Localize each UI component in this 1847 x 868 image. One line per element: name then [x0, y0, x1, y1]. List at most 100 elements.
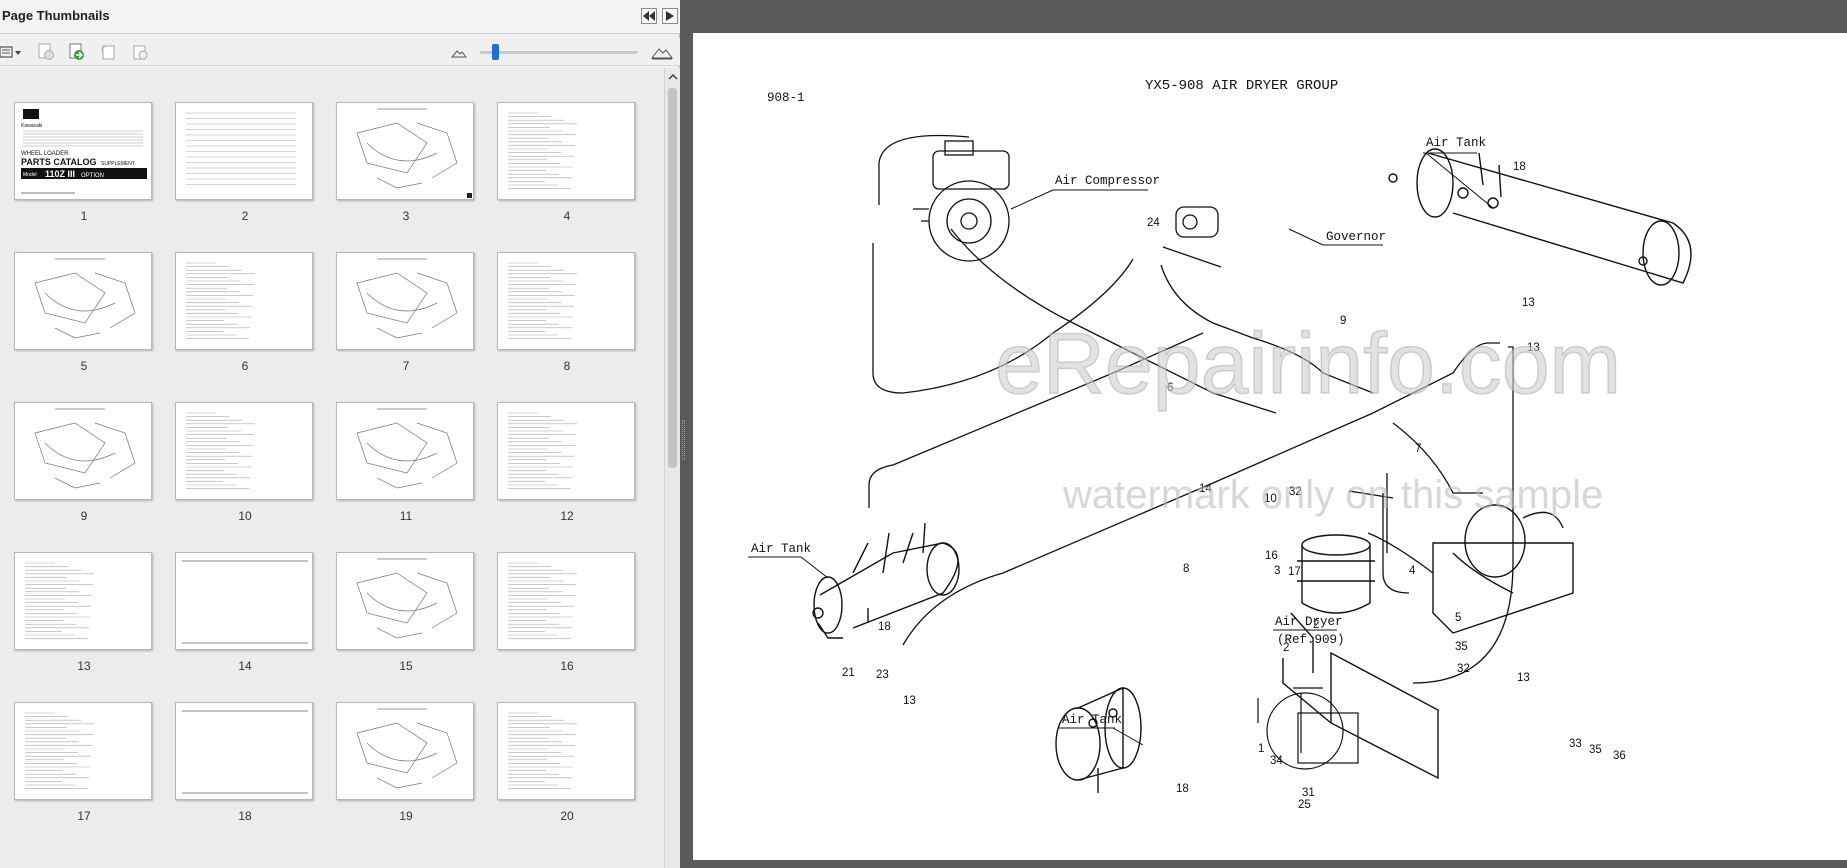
thumbnail-image[interactable]	[175, 252, 313, 350]
label-air-dryer-ref: (Ref.909)	[1277, 633, 1345, 647]
air-tank-bottom-drawing	[1055, 686, 1142, 793]
thumbnail-image[interactable]	[336, 702, 474, 800]
thumbnail-page-20[interactable]: 20	[497, 702, 637, 823]
thumbnail-page-number: 19	[399, 809, 413, 823]
thumbnail-preview	[356, 558, 458, 639]
thumbnail-image[interactable]	[175, 702, 313, 800]
thumbnail-image[interactable]	[175, 552, 313, 650]
thumbnail-page-7[interactable]: 7	[336, 252, 476, 373]
callout-number: 25	[1298, 799, 1311, 811]
options-menu-icon[interactable]	[0, 43, 22, 61]
thumbnail-page-4[interactable]: 4	[497, 102, 637, 223]
svg-text:OPTION: OPTION	[81, 173, 104, 179]
delete-page-icon[interactable]	[37, 43, 55, 61]
splitter-grip[interactable]	[682, 420, 685, 460]
callout-number: 5	[1455, 612, 1461, 624]
thumbnail-page-number: 15	[399, 659, 413, 673]
inset-detail-drawing	[1257, 687, 1359, 770]
callout-number: 35	[1589, 744, 1602, 756]
thumbnails-scrollbar[interactable]	[664, 68, 680, 868]
thumbnail-page-2[interactable]: 2	[175, 102, 315, 223]
thumbnail-page-number: 13	[77, 659, 91, 673]
thumbnail-page-18[interactable]: 18	[175, 702, 315, 823]
thumbnail-preview	[25, 562, 94, 639]
thumbnail-preview	[186, 412, 255, 489]
thumbnail-image[interactable]	[14, 702, 152, 800]
callout-number: 33	[1569, 738, 1582, 750]
callout-number: 14	[1199, 483, 1212, 495]
thumbnail-page-11[interactable]: 11	[336, 402, 476, 523]
thumbnail-page-16[interactable]: 16	[497, 552, 637, 673]
label-air-compressor: Air Compressor	[1055, 174, 1160, 188]
thumbnail-page-9[interactable]: 9	[14, 402, 154, 523]
scroll-up-arrow-icon[interactable]	[665, 68, 680, 84]
thumbnail-image[interactable]	[336, 102, 474, 200]
thumbnail-image[interactable]	[497, 702, 635, 800]
thumbnail-page-5[interactable]: 5	[14, 252, 154, 373]
thumbnail-page-13[interactable]: 13	[14, 552, 154, 673]
thumbnail-image[interactable]	[497, 102, 635, 200]
play-icon[interactable]	[662, 8, 678, 24]
thumbnail-image[interactable]	[14, 402, 152, 500]
thumbnail-image[interactable]	[14, 552, 152, 650]
callout-number: 35	[1455, 641, 1468, 653]
rewind-icon[interactable]	[641, 8, 657, 24]
thumbnail-page-8[interactable]: 8	[497, 252, 637, 373]
thumbnail-image[interactable]	[14, 252, 152, 350]
thumbnail-page-6[interactable]: 6	[175, 252, 315, 373]
thumbnail-page-15[interactable]: 15	[336, 552, 476, 673]
callout-number: 13	[1517, 672, 1530, 684]
air-tank-top-drawing	[1388, 148, 1692, 286]
callout-number: 32	[1289, 486, 1302, 498]
scrollbar-thumb[interactable]	[668, 88, 677, 468]
thumbnail-preview	[25, 712, 94, 789]
thumbnail-page-3[interactable]: 3	[336, 102, 476, 223]
label-governor: Governor	[1326, 230, 1386, 244]
thumbnail-preview	[34, 258, 136, 339]
callout-number: 9	[1340, 315, 1346, 327]
thumbnail-image[interactable]	[497, 252, 635, 350]
thumbnail-preview	[356, 708, 458, 789]
zoom-out-mountain-icon[interactable]	[450, 43, 468, 61]
thumbnail-image[interactable]	[497, 552, 635, 650]
diagram-title: YX5-908 AIR DRYER GROUP	[1145, 78, 1338, 94]
thumbnail-page-number: 9	[80, 509, 88, 523]
thumbnail-page-12[interactable]: 12	[497, 402, 637, 523]
thumbnail-page-number: 20	[560, 809, 574, 823]
rotate-left-icon[interactable]	[99, 43, 117, 61]
label-air-tank-bottom: Air Tank	[1062, 713, 1122, 727]
thumbnail-page-17[interactable]: 17	[14, 702, 154, 823]
thumbnail-image[interactable]	[497, 402, 635, 500]
thumbnail-page-19[interactable]: 19	[336, 702, 476, 823]
callout-number: 6	[1167, 382, 1173, 394]
rotate-right-icon[interactable]	[131, 43, 149, 61]
insert-page-icon[interactable]	[68, 43, 86, 61]
air-compressor-drawing	[913, 140, 1010, 262]
thumbnail-image[interactable]	[336, 252, 474, 350]
svg-text:PARTS CATALOG: PARTS CATALOG	[21, 157, 97, 167]
callout-number: 21	[842, 667, 855, 679]
thumbnail-page-10[interactable]: 10	[175, 402, 315, 523]
thumbnail-page-number: 4	[563, 209, 571, 223]
thumbnail-preview	[186, 112, 296, 185]
zoom-in-mountain-icon[interactable]	[650, 43, 673, 61]
thumbnail-image[interactable]	[175, 102, 313, 200]
document-page[interactable]: 908-1 YX5-908 AIR DRYER GROUP	[693, 33, 1847, 860]
thumbnail-page-14[interactable]: 14	[175, 552, 315, 673]
callout-number: 13	[1522, 297, 1535, 309]
component-labels: Air Compressor Governor Air Tank Air Tan…	[748, 136, 1494, 746]
callout-number: 2	[1313, 619, 1319, 631]
thumbnail-page-number: 3	[402, 209, 410, 223]
thumbnail-size-slider-track[interactable]	[480, 51, 638, 54]
thumbnail-page-number: 18	[238, 809, 252, 823]
thumbnail-image[interactable]	[175, 402, 313, 500]
thumbnail-image[interactable]	[336, 402, 474, 500]
thumbnail-size-slider-handle[interactable]	[492, 44, 499, 60]
thumbnail-image[interactable]	[336, 552, 474, 650]
thumbnail-page-number: 7	[402, 359, 410, 373]
